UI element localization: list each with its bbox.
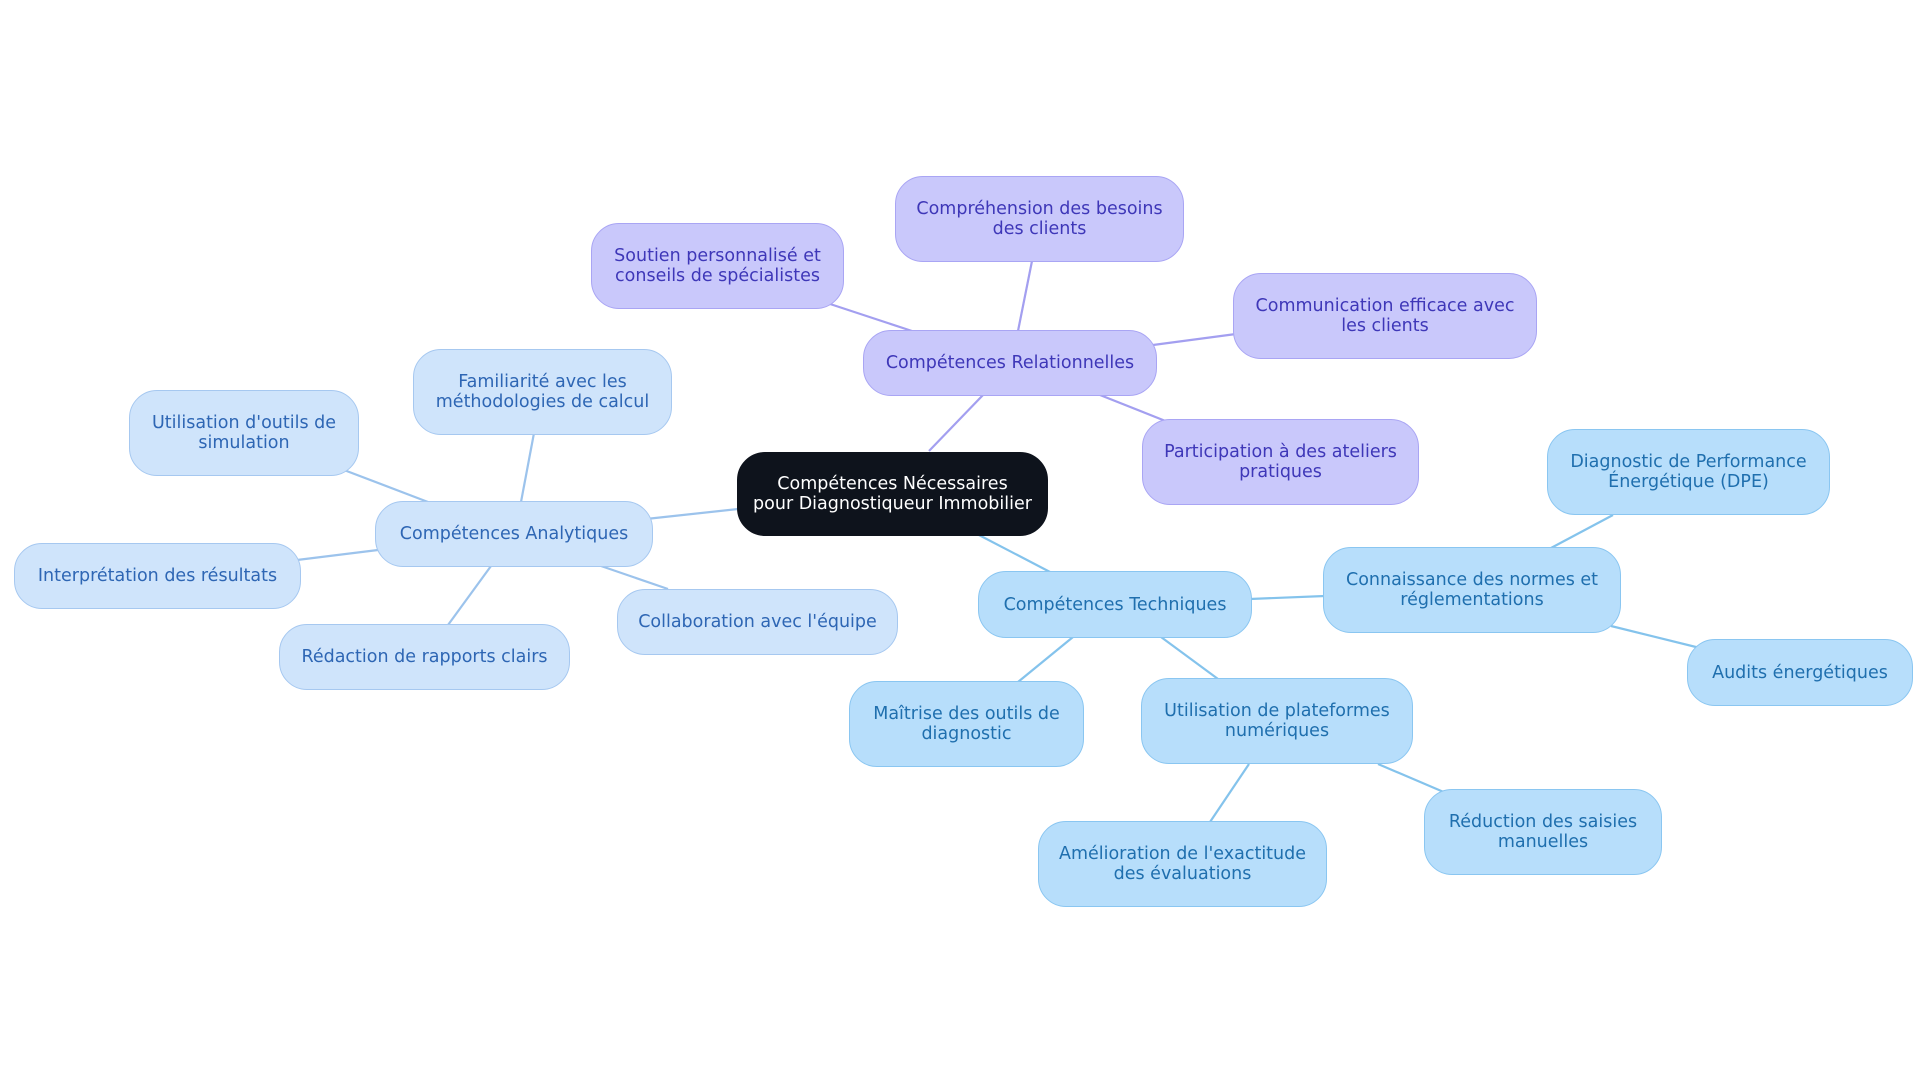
node-maitrise-outils[interactable]: Maîtrise des outils de diagnostic	[849, 681, 1084, 767]
edge-plateformes-saisies	[1377, 762, 1447, 795]
edge-root-techniques	[976, 533, 1051, 573]
edge-analytiques-redaction	[447, 565, 492, 626]
node-competences-relationnelles[interactable]: Compétences Relationnelles	[863, 330, 1157, 396]
edge-relationnelles-communication	[1152, 332, 1237, 347]
node-communication-efficace[interactable]: Communication efficace avec les clients	[1233, 273, 1537, 359]
edge-relationnelles-ateliers	[1099, 393, 1169, 424]
node-collaboration-equipe[interactable]: Collaboration avec l'équipe	[617, 589, 898, 655]
edge-techniques-normes	[1249, 594, 1326, 601]
node-competences-techniques[interactable]: Compétences Techniques	[978, 571, 1252, 638]
edge-normes-audits	[1610, 624, 1701, 650]
node-reduction-saisies[interactable]: Réduction des saisies manuelles	[1424, 789, 1662, 875]
node-interpretation-resultats[interactable]: Interprétation des résultats	[14, 543, 301, 609]
root-node[interactable]: Compétences Nécessaires pour Diagnostiqu…	[737, 452, 1048, 536]
node-outils-simulation[interactable]: Utilisation d'outils de simulation	[129, 390, 359, 476]
edge-analytiques-familiarite	[519, 432, 536, 503]
node-soutien-personnalise[interactable]: Soutien personnalisé et conseils de spéc…	[591, 223, 844, 309]
edge-techniques-plateformes	[1160, 636, 1219, 680]
node-plateformes-numeriques[interactable]: Utilisation de plateformes numériques	[1141, 678, 1413, 764]
node-diagnostic-dpe[interactable]: Diagnostic de Performance Énergétique (D…	[1547, 429, 1830, 515]
edge-normes-dpe	[1550, 514, 1614, 549]
edge-root-analytiques	[645, 507, 739, 521]
node-redaction-rapports[interactable]: Rédaction de rapports clairs	[279, 624, 570, 690]
edge-plateformes-exactitude	[1209, 763, 1250, 823]
node-comprehension-besoins[interactable]: Compréhension des besoins des clients	[895, 176, 1184, 262]
node-connaissance-normes[interactable]: Connaissance des normes et réglementatio…	[1323, 547, 1621, 633]
edge-root-relationnelles	[928, 394, 984, 452]
edge-relationnelles-comprehension	[1016, 260, 1034, 332]
node-audits-energetiques[interactable]: Audits énergétiques	[1687, 639, 1913, 706]
node-amelioration-exactitude[interactable]: Amélioration de l'exactitude des évaluat…	[1038, 821, 1327, 907]
edge-techniques-outils	[1017, 636, 1074, 683]
edge-analytiques-simulation	[343, 468, 429, 504]
edge-relationnelles-soutien	[823, 300, 913, 333]
node-familiarite-methodologies[interactable]: Familiarité avec les méthodologies de ca…	[413, 349, 672, 435]
edge-analytiques-interpretation	[296, 548, 379, 562]
node-participation-ateliers[interactable]: Participation à des ateliers pratiques	[1142, 419, 1419, 505]
node-competences-analytiques[interactable]: Compétences Analytiques	[375, 501, 653, 567]
edge-analytiques-collaboration	[600, 564, 669, 591]
